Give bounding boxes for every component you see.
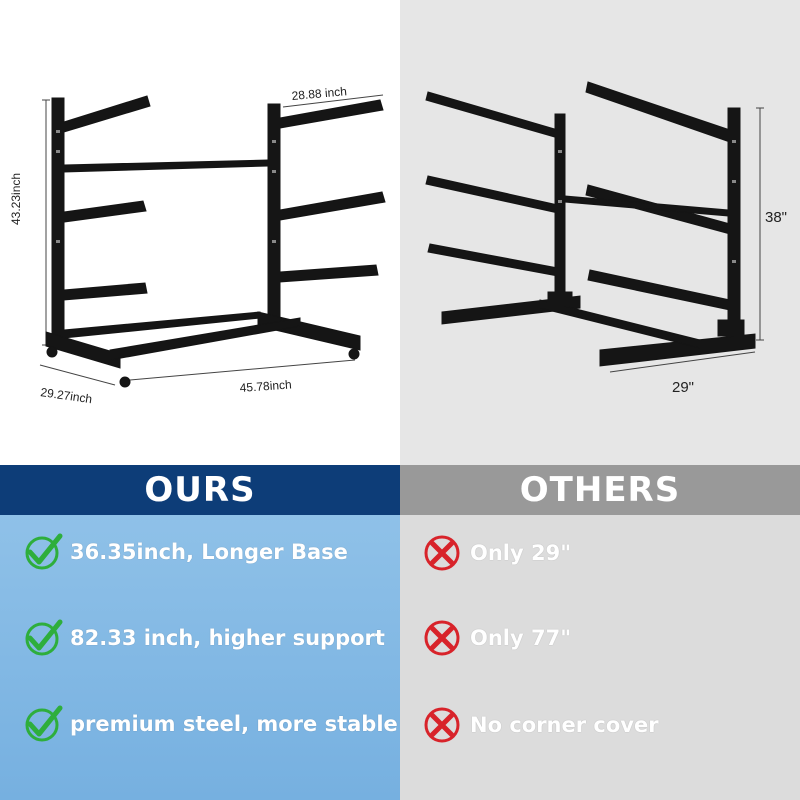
- others-height-label: 38": [765, 209, 787, 226]
- others-features-panel: Only 29" Only 77" No corner cover: [400, 515, 800, 800]
- others-product-image: 38" 29": [400, 0, 800, 465]
- others-header: OTHERS: [400, 465, 800, 515]
- others-rack-drawing: 38" 29": [425, 81, 787, 396]
- cross-icon: [424, 535, 460, 571]
- ours-feature-row: premium steel, more stable: [20, 702, 398, 746]
- others-feature-text: Only 77": [470, 626, 572, 650]
- ours-depth-label: 29.27inch: [40, 385, 93, 406]
- ours-feature-text: 82.33 inch, higher support: [70, 626, 385, 650]
- cross-icon: [424, 707, 460, 743]
- check-icon: [25, 619, 63, 656]
- ours-feature-row: 36.35inch, Longer Base: [20, 530, 348, 574]
- others-feature-row: No corner cover: [420, 703, 659, 747]
- others-feature-text: Only 29": [470, 541, 572, 565]
- cross-icon: [424, 620, 460, 656]
- ours-rack-drawing: 43.23inch 28.88 inch 29.27inch 45.78inch: [9, 84, 386, 406]
- others-feature-row: Only 29": [420, 531, 571, 575]
- ours-height-label: 43.23inch: [9, 173, 23, 225]
- others-feature-text: No corner cover: [470, 713, 659, 737]
- ours-arm-label: 28.88 inch: [291, 84, 347, 103]
- ours-header: OURS: [0, 465, 400, 515]
- ours-feature-text: premium steel, more stable: [70, 712, 398, 736]
- ours-width-label: 45.78inch: [239, 377, 292, 395]
- others-base-label: 29": [672, 379, 694, 396]
- check-icon: [25, 533, 63, 570]
- ours-feature-row: 82.33 inch, higher support: [20, 616, 385, 660]
- check-icon: [25, 705, 63, 742]
- others-feature-row: Only 77": [420, 616, 571, 660]
- ours-feature-text: 36.35inch, Longer Base: [70, 540, 348, 564]
- ours-product-image: 43.23inch 28.88 inch 29.27inch 45.78inch: [0, 0, 400, 465]
- ours-features-panel: 36.35inch, Longer Base 82.33 inch, highe…: [0, 515, 400, 800]
